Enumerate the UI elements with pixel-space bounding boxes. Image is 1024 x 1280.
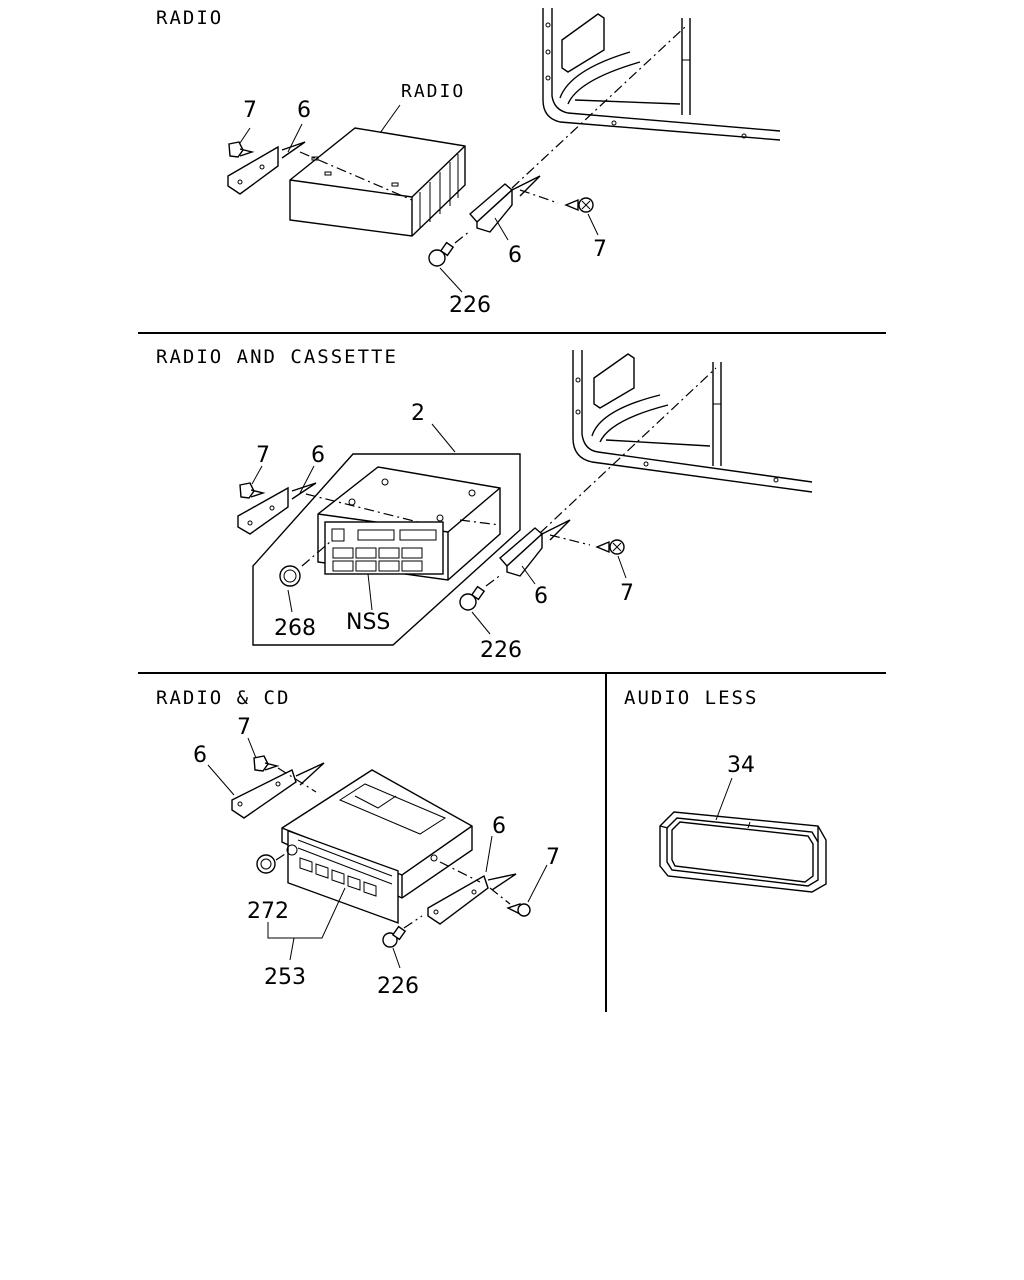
bracket-right <box>499 519 571 577</box>
section-title-radio-cd: RADIO & CD <box>156 687 290 709</box>
callout-screw-left: 7 <box>256 443 270 468</box>
bracket-left <box>237 482 317 535</box>
cassette-unit <box>317 466 501 581</box>
bolt-226 <box>428 241 455 267</box>
screw-right <box>595 539 625 555</box>
callout-screw-right: 7 <box>593 237 607 262</box>
callout-screw-left: 7 <box>243 98 257 123</box>
dashboard-frame <box>542 8 781 141</box>
callout-radio-label: RADIO <box>401 81 465 102</box>
screw-left <box>239 482 266 499</box>
bezel-34 <box>659 811 827 893</box>
bracket-right <box>469 175 541 233</box>
section-radio: RADIO <box>156 7 781 318</box>
bolt-226 <box>382 925 407 948</box>
section-title-audio-less: AUDIO LESS <box>624 687 758 709</box>
screw-left <box>253 755 280 772</box>
callout-bracket-right: 6 <box>534 584 548 609</box>
knob-272 <box>256 854 276 874</box>
callout-knob: 268 <box>274 616 316 641</box>
bracket-left <box>227 141 306 195</box>
callout-bracket-right: 6 <box>508 243 522 268</box>
knob-268 <box>279 565 301 587</box>
dashboard-frame <box>572 350 813 493</box>
callout-screw-right: 7 <box>620 581 634 606</box>
callout-bezel: 34 <box>727 753 755 778</box>
callout-bracket-left: 6 <box>193 743 207 768</box>
cd-unit <box>281 769 473 924</box>
assembly-outline <box>252 453 521 646</box>
callout-bolt: 226 <box>480 638 522 663</box>
callout-bracket-left: 6 <box>311 443 325 468</box>
callout-bolt: 226 <box>377 974 419 999</box>
section-title-radio-cassette: RADIO AND CASSETTE <box>156 346 398 368</box>
screw-right <box>506 903 531 917</box>
callout-screw-left: 7 <box>237 715 251 740</box>
section-title-radio: RADIO <box>156 7 223 29</box>
callout-bracket-right: 6 <box>492 814 506 839</box>
screw-left <box>228 141 255 158</box>
section-radio-cd: RADIO & CD <box>156 687 560 999</box>
callout-bracket-left: 6 <box>297 98 311 123</box>
bracket-left <box>231 762 325 819</box>
radio-unit <box>289 127 466 237</box>
section-audio-less: AUDIO LESS 34 <box>624 687 827 893</box>
bracket-right <box>427 873 517 925</box>
callout-face: NSS <box>346 610 390 635</box>
callout-screw-right: 7 <box>546 845 560 870</box>
callout-assembly: 253 <box>264 965 306 990</box>
callout-assembly: 2 <box>411 401 425 426</box>
callout-knob: 272 <box>247 899 289 924</box>
bolt-226 <box>459 585 486 611</box>
screw-right <box>564 197 594 213</box>
section-radio-cassette: RADIO AND CASSETTE <box>156 346 813 663</box>
callout-bolt: 226 <box>449 293 491 318</box>
